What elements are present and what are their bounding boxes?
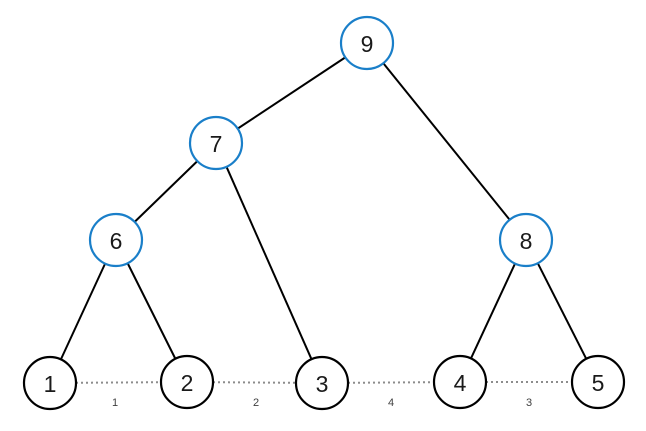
- node-label-5: 5: [592, 370, 605, 396]
- dotted-link-l2-l3: [212, 381, 297, 384]
- link-weight-label: 2: [253, 397, 259, 409]
- tree-edge-n7-l3: [225, 166, 313, 360]
- node-circle-2[interactable]: [159, 354, 215, 410]
- dotted-link-l1-l2: [75, 381, 162, 384]
- node-circle-6[interactable]: [88, 212, 144, 268]
- node-circle-5[interactable]: [570, 354, 626, 410]
- tree-node-8[interactable]: 8: [498, 212, 554, 268]
- tree-node-4[interactable]: 4: [432, 354, 488, 410]
- dotted-link-l3-l4: [347, 381, 435, 384]
- node-circle-1[interactable]: [22, 355, 78, 411]
- tree-edge-n9-n8: [382, 62, 511, 221]
- tree-edge-n7-n6: [133, 160, 199, 223]
- tree-edge-n8-l5: [536, 262, 588, 360]
- link-weight-label: 1: [112, 397, 118, 409]
- node-label-7: 7: [210, 131, 223, 157]
- node-circle-3[interactable]: [294, 355, 350, 411]
- tree-edge-n9-n7: [237, 56, 346, 130]
- node-circle-8[interactable]: [498, 212, 554, 268]
- tree-edges-layer: [59, 56, 588, 360]
- tree-edge-n6-l2: [126, 262, 177, 360]
- node-label-8: 8: [520, 228, 533, 254]
- tree-nodes-layer: 9 7 8 6 1 2 3 4 5: [22, 15, 626, 411]
- node-circle-4[interactable]: [432, 354, 488, 410]
- tree-node-3[interactable]: 3: [294, 355, 350, 411]
- tree-node-7[interactable]: 7: [188, 115, 244, 171]
- node-circle-7[interactable]: [188, 115, 244, 171]
- tree-node-9[interactable]: 9: [339, 15, 395, 71]
- node-label-9: 9: [361, 31, 374, 57]
- tree-node-6[interactable]: 6: [88, 212, 144, 268]
- tree-node-5[interactable]: 5: [570, 354, 626, 410]
- node-label-2: 2: [181, 370, 194, 396]
- link-weights-layer: 1 2 4 3: [112, 397, 532, 409]
- node-label-3: 3: [316, 371, 329, 397]
- tree-edge-n6-l1: [59, 263, 107, 360]
- tree-node-2[interactable]: 2: [159, 354, 215, 410]
- node-label-1: 1: [44, 371, 57, 397]
- dotted-links-layer: [75, 381, 572, 384]
- tree-node-1[interactable]: 1: [22, 355, 78, 411]
- node-label-4: 4: [454, 370, 467, 396]
- node-label-6: 6: [110, 228, 123, 254]
- node-circle-9[interactable]: [339, 15, 395, 71]
- link-weight-label: 4: [388, 397, 394, 409]
- tree-edge-n8-l4: [470, 263, 516, 359]
- link-weight-label: 3: [526, 397, 532, 409]
